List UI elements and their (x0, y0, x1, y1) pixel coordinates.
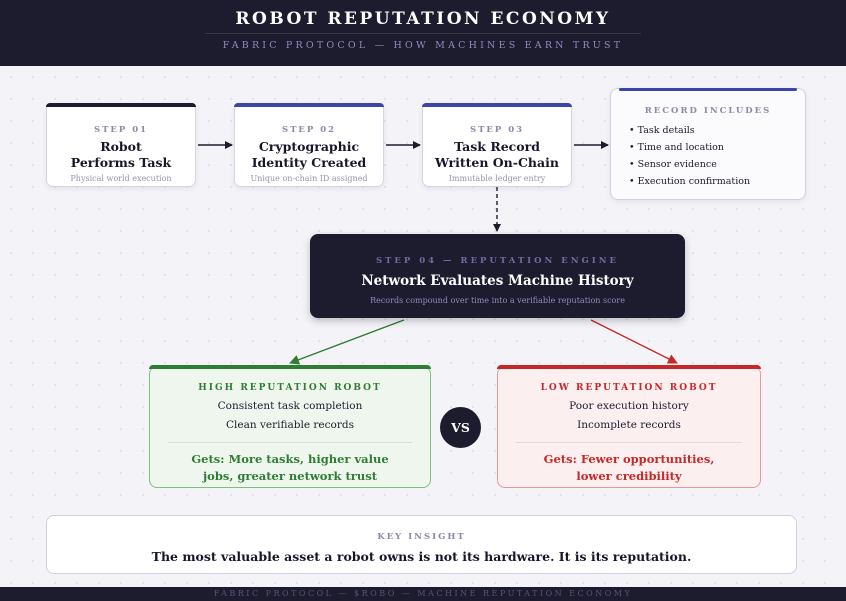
engine-label: STEP 04 — REPUTATION ENGINE (375, 256, 620, 266)
benefit-line: Gets: More tasks, higher value (191, 452, 389, 466)
record-item-text: Time and location (637, 142, 724, 153)
header-divider (205, 33, 641, 34)
record-title: RECORD INCLUDES (644, 106, 772, 116)
step-card-accent (46, 103, 196, 107)
high-reputation-box: HIGH REPUTATION ROBOT Consistent task co… (149, 365, 431, 488)
step-card-accent (422, 103, 572, 107)
low-reputation-accent (497, 365, 761, 369)
record-item: • Time and location (629, 142, 724, 153)
record-item: • Task details (629, 125, 695, 136)
arrow-engine-to-low (590, 319, 678, 364)
engine-title: Network Evaluates Machine History (361, 273, 634, 289)
engine-description: Records compound over time into a verifi… (370, 296, 625, 305)
consequence-line: Gets: Fewer opportunities, (543, 452, 715, 466)
step-description: Physical world execution (70, 174, 172, 183)
page-title: ROBOT REPUTATION ECONOMY (235, 9, 611, 29)
step-title: Robot Performs Task (47, 139, 195, 171)
footer: FABRIC PROTOCOL — $ROBO — MACHINE REPUTA… (0, 587, 846, 601)
step-title-line: Robot (100, 139, 142, 154)
step-card-1: STEP 01 Robot Performs Task Physical wor… (46, 103, 196, 187)
step-label: STEP 03 (469, 125, 525, 135)
low-reputation-consequences: Gets: Fewer opportunities, lower credibi… (498, 451, 760, 485)
benefit-line: jobs, greater network trust (202, 469, 378, 483)
record-accent (619, 88, 797, 91)
key-insight-label: KEY INSIGHT (377, 532, 466, 542)
vs-badge: VS (440, 407, 481, 448)
high-reputation-title: HIGH REPUTATION ROBOT (198, 383, 382, 393)
step-title-line: Cryptographic (258, 139, 360, 154)
record-list: • Task details • Time and location • Sen… (629, 122, 750, 190)
step-card-accent (234, 103, 384, 107)
low-reputation-title: LOW REPUTATION ROBOT (540, 383, 718, 393)
divider (516, 442, 742, 443)
high-reputation-trait: Consistent task completion (217, 400, 363, 412)
step-title-line: Performs Task (70, 155, 172, 170)
reputation-engine-box: STEP 04 — REPUTATION ENGINE Network Eval… (310, 234, 685, 318)
step-title-line: Identity Created (251, 155, 367, 170)
step-title-line: Task Record (454, 139, 540, 154)
step-title: Task Record Written On-Chain (423, 139, 571, 171)
page-subtitle: FABRIC PROTOCOL — HOW MACHINES EARN TRUS… (222, 40, 624, 51)
step-card-3: STEP 03 Task Record Written On-Chain Imm… (422, 103, 572, 187)
low-reputation-trait: Incomplete records (577, 419, 681, 431)
high-reputation-trait: Clean verifiable records (226, 419, 354, 431)
arrow-engine-to-high (289, 319, 405, 365)
record-item-text: Execution confirmation (637, 176, 751, 187)
record-item: • Execution confirmation (629, 176, 751, 187)
high-reputation-accent (149, 365, 431, 369)
divider (168, 442, 412, 443)
low-reputation-trait: Poor execution history (569, 400, 689, 412)
header: ROBOT REPUTATION ECONOMY FABRIC PROTOCOL… (0, 0, 846, 66)
record-item-text: Sensor evidence (637, 159, 717, 170)
step-title: Cryptographic Identity Created (235, 139, 383, 171)
key-insight-text: The most valuable asset a robot owns is … (151, 549, 692, 564)
high-reputation-benefits: Gets: More tasks, higher value jobs, gre… (150, 451, 430, 485)
low-reputation-box: LOW REPUTATION ROBOT Poor execution hist… (497, 365, 761, 488)
record-item-text: Task details (637, 125, 695, 136)
step-title-line: Written On-Chain (435, 155, 559, 170)
step-label: STEP 01 (93, 125, 149, 135)
step-card-2: STEP 02 Cryptographic Identity Created U… (234, 103, 384, 187)
record-includes-box: RECORD INCLUDES • Task details • Time an… (610, 88, 806, 200)
step-label: STEP 02 (281, 125, 337, 135)
step-description: Unique on-chain ID assigned (250, 174, 368, 183)
step-description: Immutable ledger entry (448, 174, 546, 183)
key-insight-box: KEY INSIGHT The most valuable asset a ro… (46, 515, 797, 574)
record-item: • Sensor evidence (629, 159, 717, 170)
consequence-line: lower credibility (576, 469, 682, 483)
